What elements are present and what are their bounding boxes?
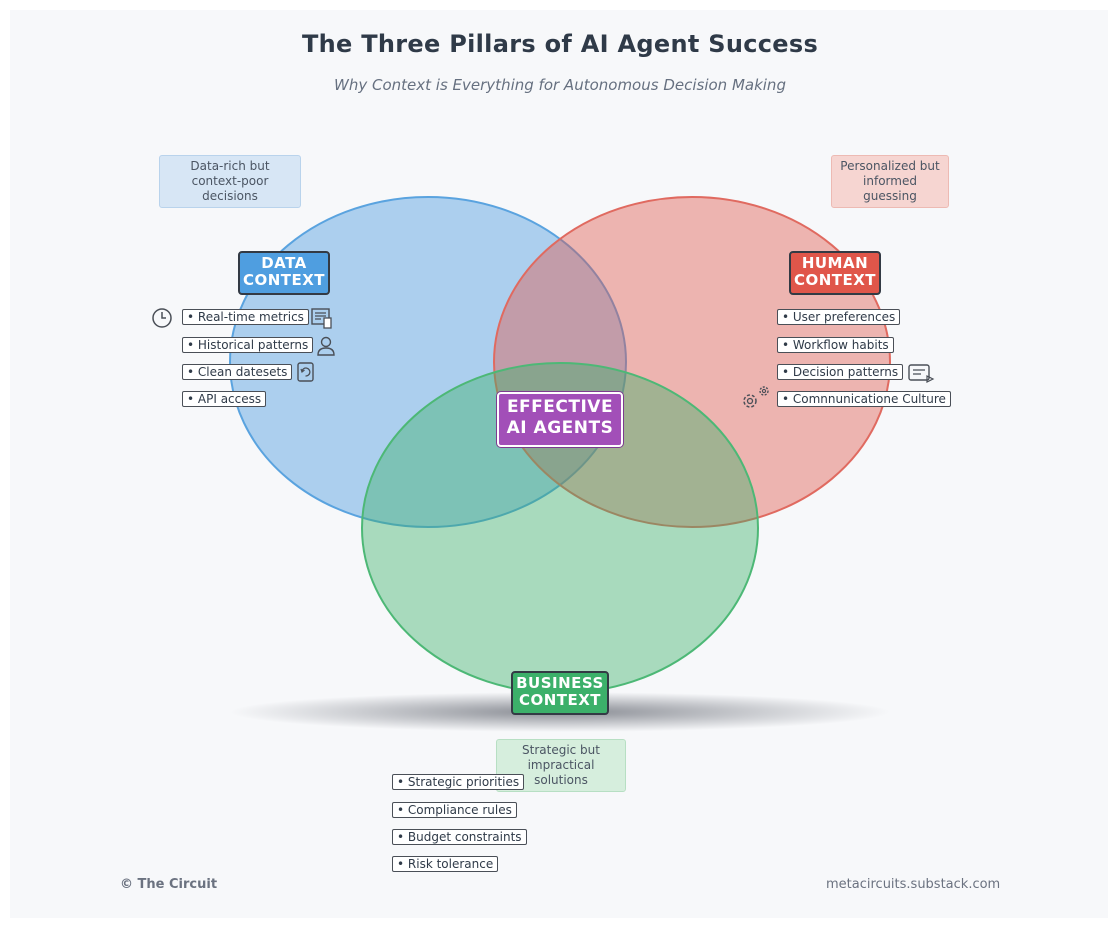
badge-line: CONTEXT	[518, 691, 602, 709]
business-context-badge: BUSINESS CONTEXT	[511, 671, 609, 715]
human-item-decision-patterns: • Decision patterns	[777, 364, 904, 380]
data-item-clean-datasets: • Clean datesets	[182, 364, 293, 380]
diagram-title: The Three Pillars of AI Agent Success	[301, 30, 819, 58]
data-item-historical-patterns: • Historical patterns	[182, 337, 314, 353]
human-item-user-preferences: • User preferences	[777, 309, 901, 325]
business-item-strategic-priorities: • Strategic priorities	[392, 774, 525, 790]
badge-line: AI AGENTS	[506, 418, 614, 438]
badge-line: DATA	[261, 254, 307, 272]
note-line: informed guessing	[863, 174, 917, 203]
document-icon	[311, 308, 332, 329]
business-item-risk-tolerance: • Risk tolerance	[392, 856, 499, 872]
badge-line: EFFECTIVE	[506, 397, 614, 417]
business-item-budget-constraints: • Budget constraints	[392, 829, 527, 845]
clock-icon	[152, 308, 172, 328]
data-item-real-time-metrics: • Real-time metrics	[182, 309, 309, 325]
note-line: impractical solutions	[527, 758, 595, 787]
human-context-badge: HUMAN CONTEXT	[789, 251, 881, 295]
badge-line: HUMAN	[801, 254, 869, 272]
user-icon	[317, 336, 335, 356]
gears-icon	[743, 386, 769, 408]
human-context-note: Personalized but informed guessing	[831, 155, 949, 208]
footer-credit: © The Circuit	[120, 877, 218, 892]
note-line: context-poor decisions	[191, 174, 269, 203]
note-line: Strategic but	[522, 743, 600, 757]
human-item-communication-culture: • Comnnunicatione Culture	[777, 391, 951, 407]
business-item-compliance-rules: • Compliance rules	[392, 802, 517, 818]
data-item-api-access: • API access	[182, 391, 267, 407]
data-context-note: Data-rich but context-poor decisions	[159, 155, 301, 208]
note-line: Data-rich but	[190, 159, 270, 173]
badge-line: BUSINESS	[516, 674, 604, 692]
human-item-workflow-habits: • Workflow habits	[777, 337, 894, 353]
diagram-subtitle: Why Context is Everything for Autonomous…	[334, 76, 786, 94]
note-line: Personalized but	[840, 159, 940, 173]
badge-line: CONTEXT	[242, 271, 326, 289]
footer-site: metacircuits.substack.com	[826, 877, 1001, 892]
effective-ai-agents-badge: EFFECTIVE AI AGENTS	[497, 392, 623, 447]
refresh-file-icon	[297, 362, 314, 382]
business-context-note: Strategic but impractical solutions	[496, 739, 626, 792]
badge-line: CONTEXT	[793, 271, 877, 289]
data-context-badge: DATA CONTEXT	[238, 251, 330, 295]
chat-icon	[908, 364, 935, 383]
